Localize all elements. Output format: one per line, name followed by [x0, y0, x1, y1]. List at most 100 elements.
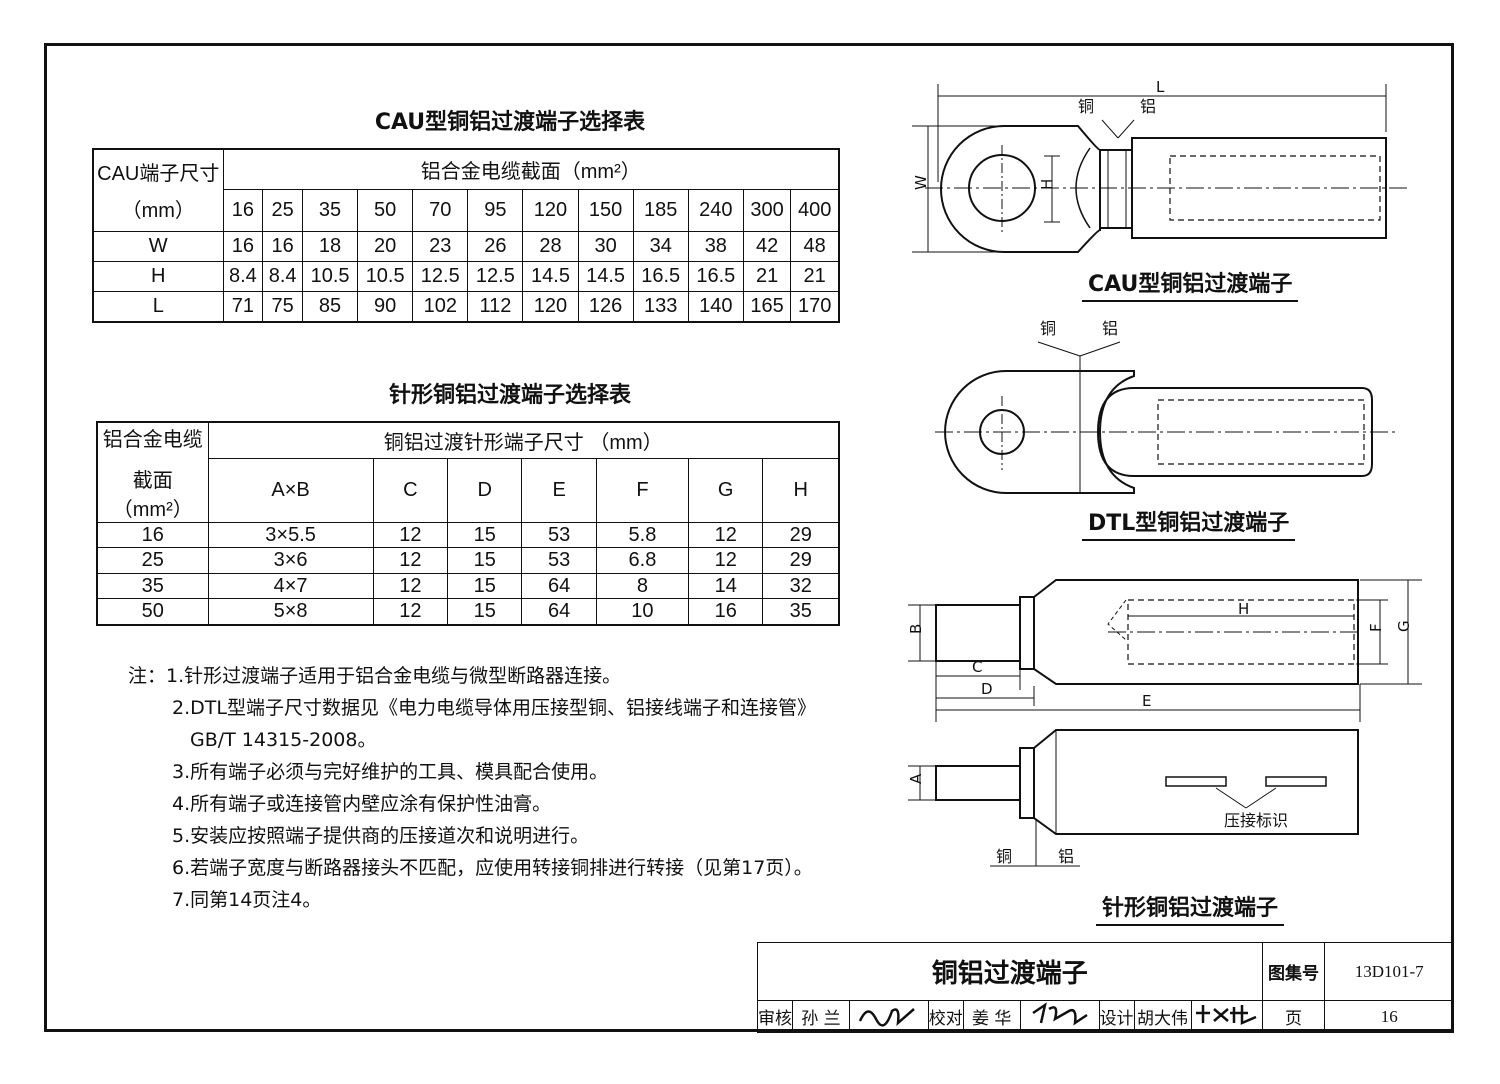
- pin-cell: 64: [521, 598, 597, 626]
- checker-signature: [1019, 1000, 1100, 1033]
- cau-section-header: 95: [467, 188, 524, 232]
- pin-cell: 53: [521, 521, 597, 549]
- cau-section-header: 300: [742, 188, 792, 232]
- cau-terminal-drawing: [912, 84, 1410, 253]
- note-7: 7.同第14页注4。: [172, 889, 322, 911]
- cau-cell: 8.4: [222, 260, 264, 292]
- reviewer-signature: [848, 1000, 929, 1033]
- cau-section-header: 240: [687, 188, 744, 232]
- pin-cell: 15: [447, 598, 523, 626]
- pin-cell: 4×7: [207, 572, 374, 600]
- designer-name: 胡大伟: [1133, 1000, 1192, 1033]
- cau-header-left: CAU端子尺寸（mm）: [92, 148, 224, 232]
- pin-cell: 10: [595, 598, 690, 626]
- pin-column-header: G: [688, 457, 764, 524]
- note-6: 6.若端子宽度与断路器接头不匹配，应使用转接铜排进行转接（见第17页）。: [172, 857, 813, 879]
- cau-table-title: CAU型铜铝过渡端子选择表: [374, 110, 646, 135]
- note-4: 4.所有端子或连接管内壁应涂有保护性油膏。: [172, 793, 552, 815]
- pin-cell: 32: [762, 572, 840, 600]
- drawing-title: 铜铝过渡端子: [757, 942, 1263, 1001]
- cau-cell: 170: [790, 290, 840, 323]
- note-2: 2.DTL型端子尺寸数据见《电力电缆导体用压接型铜、铝接线端子和连接管》: [172, 697, 816, 719]
- pin-cell: 64: [521, 572, 597, 600]
- cau-row-label: H: [92, 260, 224, 292]
- pin-column-header: H: [762, 457, 840, 524]
- cau-cell: 71: [222, 290, 264, 323]
- aluminum-label-dtl: 铝: [1102, 319, 1118, 338]
- cau-section-header: 16: [222, 188, 264, 232]
- pin-row-section: 16: [96, 521, 209, 549]
- cau-cell: 23: [412, 230, 469, 262]
- pin-column-header: A×B: [207, 457, 374, 524]
- dtl-caption: DTL型铜铝过渡端子: [1082, 505, 1296, 541]
- pin-table-title: 针形铜铝过渡端子选择表: [388, 383, 631, 408]
- cau-cell: 16.5: [687, 260, 744, 292]
- cau-cell: 16.5: [632, 260, 689, 292]
- cau-cell: 133: [632, 290, 689, 323]
- note-5: 5.安装应按照端子提供商的压接道次和说明进行。: [172, 825, 590, 847]
- cau-header-left-2: （mm）: [121, 200, 195, 223]
- cau-cell: 126: [577, 290, 634, 323]
- cau-section-header: 400: [790, 188, 840, 232]
- cau-section-header: 150: [577, 188, 634, 232]
- reviewer-name: 孙 兰: [792, 1000, 850, 1033]
- cau-header-top: 铝合金电缆截面（mm²）: [222, 148, 840, 190]
- review-label: 审核: [757, 1000, 793, 1033]
- cau-cell: 42: [742, 230, 792, 262]
- cau-cell: 21: [790, 260, 840, 292]
- cau-cell: 12.5: [412, 260, 469, 292]
- cau-cell: 165: [742, 290, 792, 323]
- pin-cell: 16: [688, 598, 764, 626]
- cau-cell: 12.5: [467, 260, 524, 292]
- pin-column-header: E: [521, 457, 597, 524]
- pin-cell: 14: [688, 572, 764, 600]
- pin-row-section: 25: [96, 547, 209, 574]
- pin-row-section: 50: [96, 598, 209, 626]
- dim-L-label: L: [1156, 78, 1165, 96]
- checker-name: 姜 华: [962, 1000, 1021, 1033]
- pin-cell: 8: [595, 572, 690, 600]
- design-label: 设计: [1098, 1000, 1135, 1033]
- cau-cell: 48: [790, 230, 840, 262]
- notes-prefix: 注：: [128, 665, 167, 687]
- dim-F-label: F: [1367, 623, 1385, 632]
- cau-cell: 16: [222, 230, 264, 262]
- crimp-mark-label: 压接标识: [1224, 811, 1288, 830]
- dim-B-label: B: [907, 624, 925, 634]
- cau-cell: 14.5: [522, 260, 579, 292]
- cau-row-label: W: [92, 230, 224, 262]
- cau-cell: 34: [632, 230, 689, 262]
- pin-header-left: 铝合金电缆截面（mm²）: [96, 421, 209, 523]
- pin-cell: 29: [762, 521, 840, 549]
- pin-caption: 针形铜铝过渡端子: [1096, 890, 1285, 926]
- pin-header-top: 铜铝过渡针形端子尺寸 （mm）: [207, 421, 840, 459]
- pin-cell: 3×6: [207, 547, 374, 574]
- pin-column-header: C: [372, 457, 449, 524]
- cau-section-header: 120: [522, 188, 579, 232]
- dim-W-label: W: [912, 175, 930, 190]
- aluminum-label-pin: 铝: [1058, 847, 1074, 866]
- cau-cell: 120: [522, 290, 579, 323]
- cau-cell: 30: [577, 230, 634, 262]
- copper-label-dtl: 铜: [1040, 319, 1056, 338]
- pin-row-section: 35: [96, 572, 209, 600]
- page-label: 页: [1261, 1000, 1326, 1033]
- cau-cell: 16: [262, 230, 303, 262]
- cau-cell: 20: [357, 230, 414, 262]
- cau-cell: 26: [467, 230, 524, 262]
- atlas-label: 图集号: [1261, 942, 1326, 1001]
- notes: 注：1.针形过渡端子适用于铝合金电缆与微型断路器连接。 2.DTL型端子尺寸数据…: [128, 660, 816, 916]
- designer-signature: [1190, 1000, 1263, 1033]
- cau-cell: 14.5: [577, 260, 634, 292]
- copper-label-cau: 铜: [1078, 97, 1094, 116]
- dim-A-label: A: [907, 773, 925, 784]
- pin-header-left-1: 铝合金电缆: [102, 429, 203, 451]
- dim-G-label: G: [1395, 620, 1413, 632]
- cau-cell: 85: [301, 290, 359, 323]
